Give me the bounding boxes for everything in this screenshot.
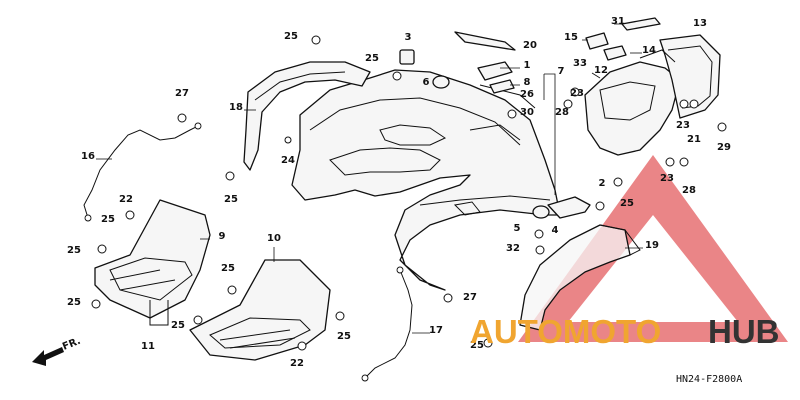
callout-25: 25 [101, 214, 115, 225]
tool-box [584, 34, 721, 156]
callout-22: 22 [290, 358, 304, 369]
callout-14: 14 [642, 45, 656, 56]
callout-25: 25 [171, 320, 185, 331]
callout-3: 3 [405, 32, 412, 43]
callout-32: 32 [506, 243, 520, 254]
step-plate-left [94, 199, 211, 326]
callout-15: 15 [564, 32, 578, 43]
callout-33: 33 [573, 58, 587, 69]
callout-31: 31 [611, 16, 625, 27]
callout-17: 17 [429, 325, 443, 336]
callout-2: 2 [599, 178, 606, 189]
callout-25: 25 [221, 263, 235, 274]
callout-10: 10 [267, 233, 281, 244]
callout-22: 22 [119, 194, 133, 205]
callout-27: 27 [175, 88, 189, 99]
callout-9: 9 [219, 231, 226, 242]
callout-27: 27 [463, 292, 477, 303]
callout-6: 6 [423, 77, 430, 88]
callout-25: 25 [337, 331, 351, 342]
callout-1: 1 [524, 60, 531, 71]
watermark-hub: HUB [708, 313, 780, 350]
cable-17 [361, 266, 413, 382]
callout-30: 30 [520, 107, 534, 118]
callout-18: 18 [229, 102, 243, 113]
watermark-brand: AUTOMOTO [470, 313, 661, 350]
rear-flap [519, 224, 641, 331]
callout-13: 13 [693, 18, 707, 29]
small-parts [477, 17, 661, 119]
bolts [91, 35, 727, 351]
mud-guard [243, 61, 371, 171]
callout-24: 24 [281, 155, 295, 166]
step-plate-right [189, 259, 331, 361]
callout-28: 28 [555, 107, 569, 118]
cable-harness [83, 113, 202, 222]
front-label: FR. [61, 336, 82, 353]
callout-25: 25 [620, 198, 634, 209]
watermark-triangle [518, 155, 788, 342]
callout-25: 25 [470, 340, 484, 351]
callout-19: 19 [645, 240, 659, 251]
diagram-code: HN24-F2800A [676, 374, 742, 385]
callout-21: 21 [687, 134, 701, 145]
callout-23: 23 [660, 173, 674, 184]
callout-8: 8 [524, 77, 531, 88]
callout-5: 5 [514, 223, 521, 234]
callout-25: 25 [365, 53, 379, 64]
callout-25: 25 [284, 31, 298, 42]
callout-29: 29 [717, 142, 731, 153]
callout-25: 25 [224, 194, 238, 205]
callout-4: 4 [552, 225, 559, 236]
callout-28: 28 [682, 185, 696, 196]
callout-23: 23 [570, 88, 584, 99]
watermark-text: AUTOMOTO HUB [470, 313, 780, 350]
callout-11: 11 [141, 341, 155, 352]
seal-20 [454, 31, 516, 51]
callout-25: 25 [67, 297, 81, 308]
callout-16: 16 [81, 151, 95, 162]
bracket-4 [547, 196, 591, 219]
front-arrow: FR. [32, 336, 82, 366]
callout-23: 23 [676, 120, 690, 131]
callout-25: 25 [67, 245, 81, 256]
rear-fender [291, 69, 561, 291]
leader-lines [96, 23, 643, 334]
callout-20: 20 [523, 40, 537, 51]
callout-7: 7 [558, 66, 565, 77]
callout-26: 26 [520, 89, 534, 100]
rubber-mounts [399, 49, 550, 219]
callout-12: 12 [594, 65, 608, 76]
